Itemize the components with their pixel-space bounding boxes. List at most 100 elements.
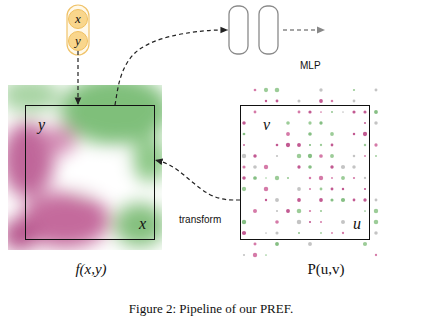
frequency-dot <box>342 232 344 234</box>
frequency-dot <box>375 155 377 157</box>
frequency-dot <box>242 187 246 191</box>
frequency-dot <box>341 198 345 202</box>
frequency-dot <box>331 111 333 113</box>
axis-label: y <box>38 116 45 134</box>
frequency-dot <box>253 176 257 180</box>
frequency-dot <box>309 210 311 212</box>
frequency-dot <box>331 188 334 191</box>
frequency-dot <box>276 210 278 212</box>
frequency-dot <box>308 132 312 136</box>
frequency-dot <box>309 177 312 180</box>
frequency-dot <box>319 121 322 124</box>
frequency-dot <box>265 177 267 179</box>
input-coordinate: x <box>68 9 88 29</box>
frequency-dot <box>353 155 356 158</box>
frequency-dot <box>320 210 322 212</box>
frequency-dot <box>364 144 366 146</box>
frequency-dot <box>254 243 257 246</box>
field-image <box>8 85 162 250</box>
frequency-dot <box>264 165 268 169</box>
frequency-dot <box>330 198 333 201</box>
frequency-dot <box>374 143 377 146</box>
frequency-dot <box>353 133 355 135</box>
frequency-dot <box>330 165 333 168</box>
frequency-dot <box>298 111 301 114</box>
frequency-dot <box>297 209 302 214</box>
frequency-dot <box>353 100 356 103</box>
feature-field: yxf(x,y) <box>25 105 155 240</box>
frequency-dot <box>320 188 323 191</box>
frequency-dot <box>297 220 301 224</box>
mlp-block: MLP <box>228 5 280 55</box>
axis-label: x <box>139 215 146 233</box>
frequency-dot <box>330 154 334 158</box>
frequency-dot <box>253 154 257 158</box>
frequency-dots <box>242 88 378 257</box>
frequency-dot <box>265 199 267 201</box>
frequency-dot <box>374 110 378 114</box>
mlp-label: MLP <box>300 60 321 71</box>
frequency-dot <box>364 155 366 157</box>
frequency-dot <box>319 198 323 202</box>
frequency-dot <box>331 177 333 179</box>
frequency-dot <box>341 176 345 180</box>
frequency-dot <box>363 198 366 201</box>
frequency-dot <box>364 210 366 212</box>
frequency-dot <box>342 188 344 190</box>
frequency-dot <box>331 232 333 234</box>
frequency-dot <box>242 231 246 235</box>
frequency-dot <box>253 253 257 257</box>
frequency-dot <box>375 254 377 256</box>
dashed-connector <box>155 160 240 200</box>
frequency-dot <box>276 144 279 147</box>
frequency-dot <box>297 198 301 202</box>
frequency-dot <box>254 89 257 92</box>
frequency-dot <box>265 232 267 234</box>
frequency-dot <box>374 220 379 225</box>
frequency-dot <box>375 199 378 202</box>
frequency-dot <box>320 144 322 146</box>
frequency-dot <box>308 121 311 124</box>
frequency-dot <box>297 187 301 191</box>
frequency-dot <box>364 188 366 190</box>
frequency-dot <box>363 242 367 246</box>
frequency-dot <box>352 165 356 169</box>
frequency-dot <box>319 176 323 180</box>
frequency-dot <box>319 88 322 91</box>
frequency-dot <box>287 177 289 179</box>
frequency-dot <box>298 232 300 234</box>
frequency-dot <box>364 177 366 179</box>
frequency-dot <box>276 100 279 103</box>
frequency-dot <box>353 199 356 202</box>
dashed-connector <box>77 51 78 105</box>
frequency-dot <box>275 176 279 180</box>
frequency-dot <box>309 188 311 190</box>
output-arrow <box>283 29 325 30</box>
frequency-dot <box>353 177 355 179</box>
dashed-connector <box>115 30 228 105</box>
frequency-dot <box>297 165 300 168</box>
mlp-layers <box>228 5 280 55</box>
frequency-dot <box>374 121 377 124</box>
frequency-dot <box>308 165 312 169</box>
frequency-dot <box>375 89 378 92</box>
frequency-dot <box>374 209 378 213</box>
frequency-dot <box>286 121 290 125</box>
axis-label: v <box>263 116 270 134</box>
frequency-dot <box>275 231 278 234</box>
frequency-dot <box>275 88 280 93</box>
frequency-dot <box>363 132 367 136</box>
frequency-dot <box>264 88 268 92</box>
frequency-dot <box>320 232 322 234</box>
frequency-dot <box>342 111 344 113</box>
frequency-dot <box>254 111 257 114</box>
input-coordinate: y <box>68 31 88 51</box>
caption: Figure 2: Pipeline of our PREF. <box>129 302 293 316</box>
frequency-dot <box>275 220 279 224</box>
frequency-dot <box>352 110 355 113</box>
input-pill <box>67 5 89 55</box>
frequency-dot <box>275 198 279 202</box>
frequency-dot <box>286 209 290 213</box>
